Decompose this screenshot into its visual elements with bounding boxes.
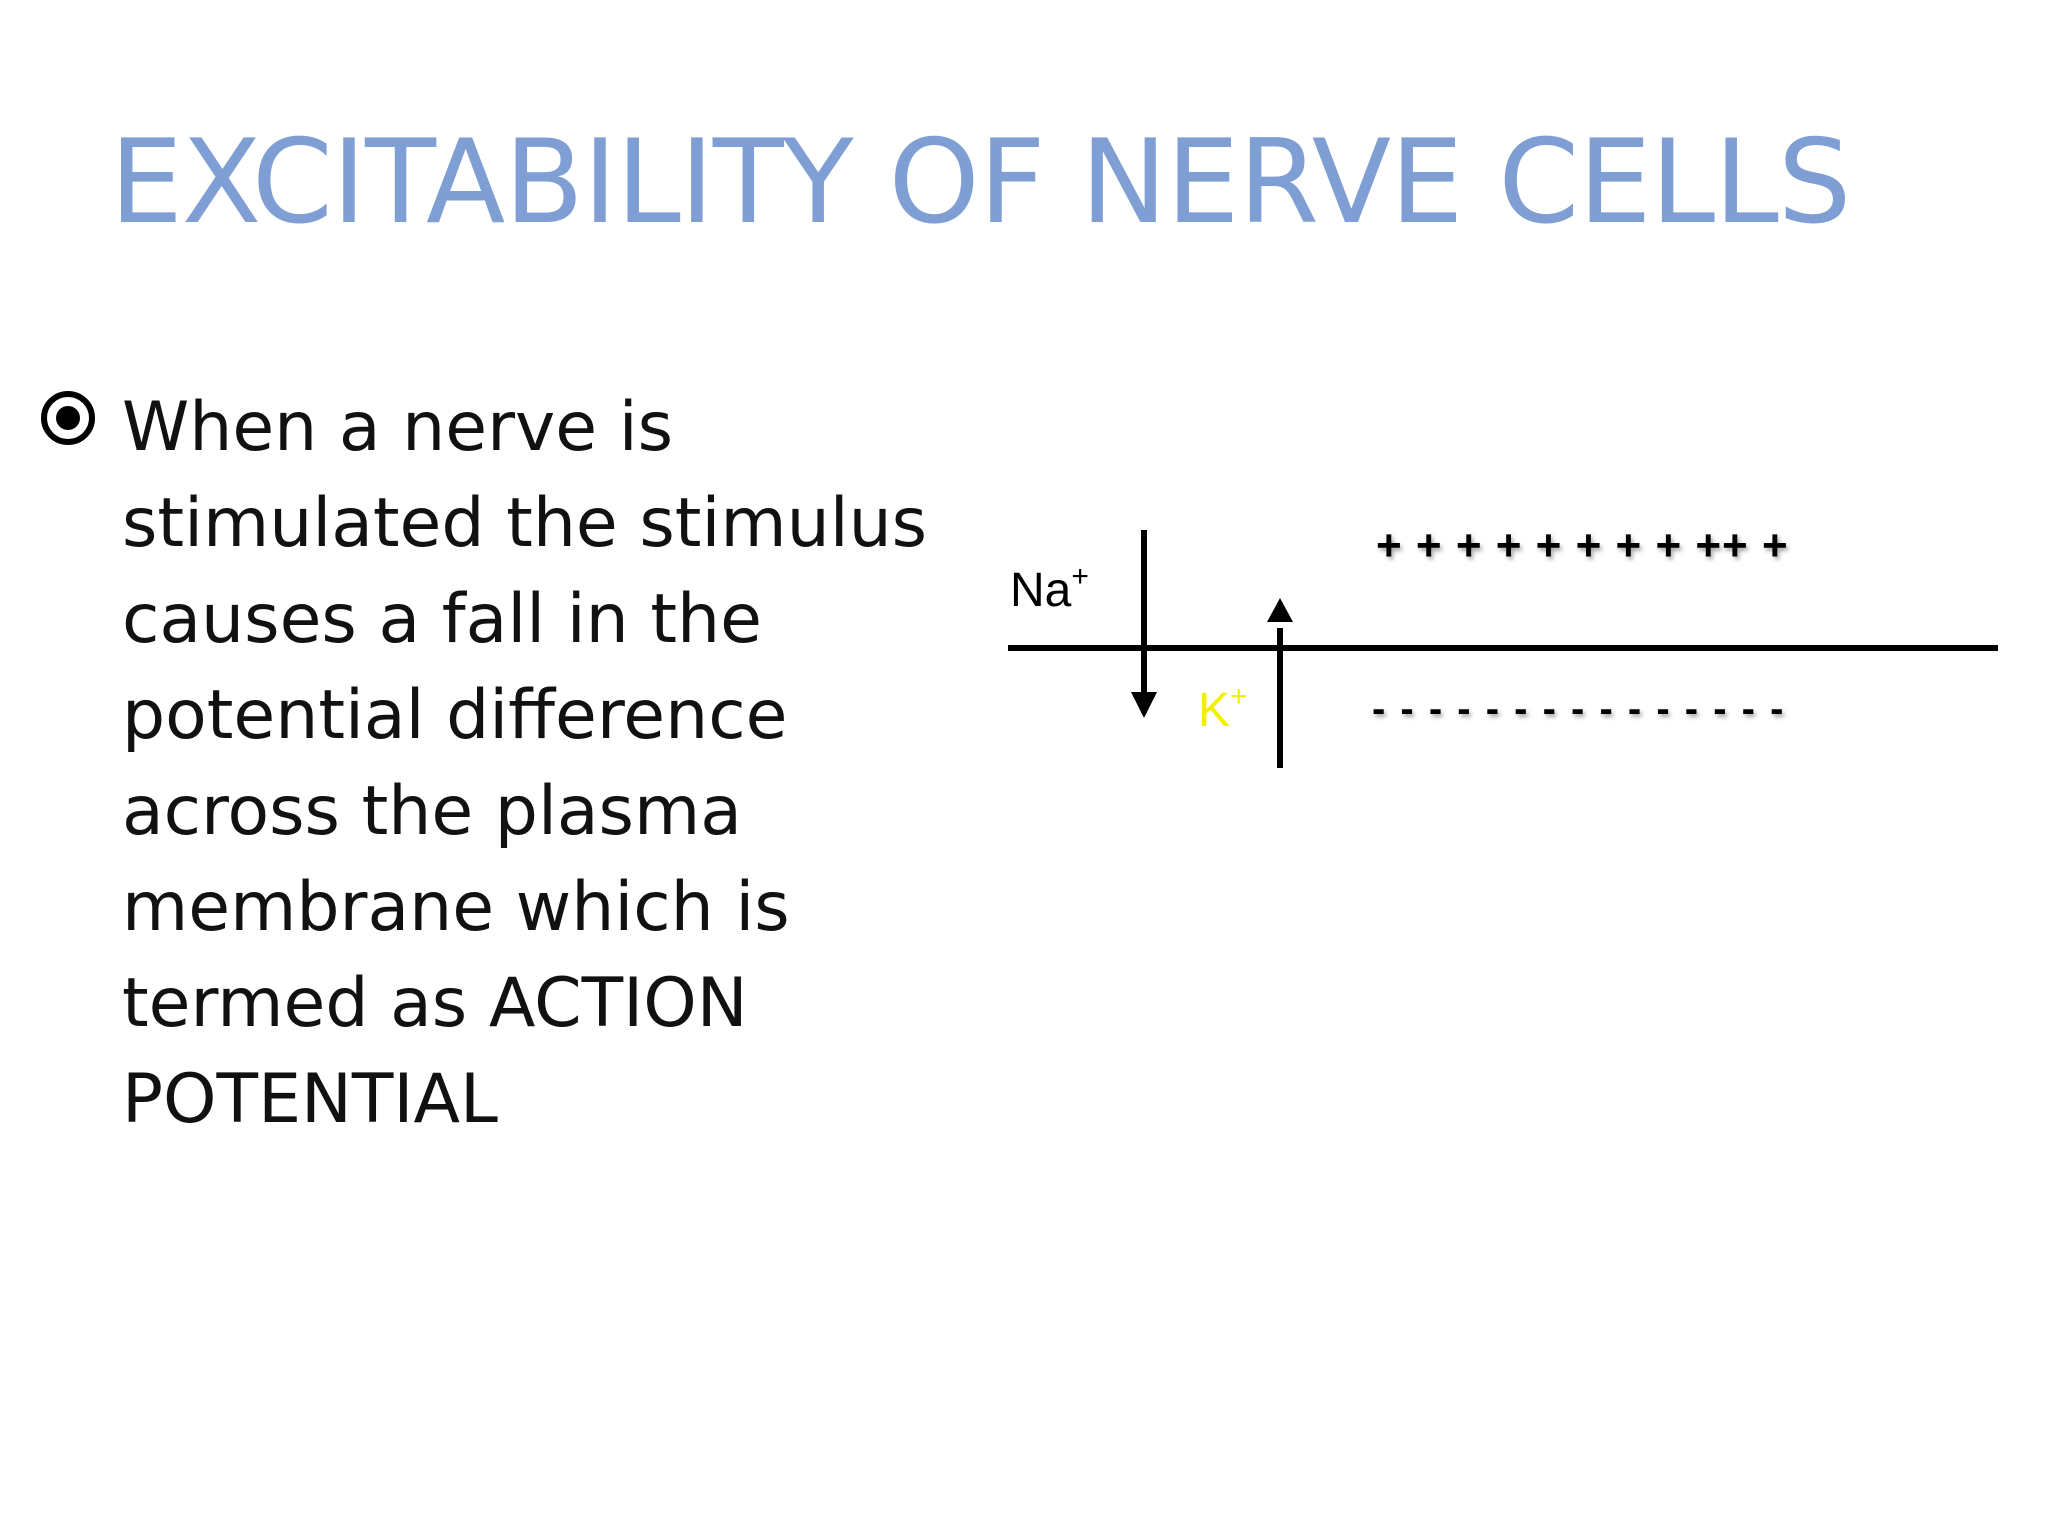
positive-charge-row: + + + + + + + + ++ + [1376,521,1789,570]
na-label-text: Na [1010,564,1072,617]
radio-bullet-icon [41,391,95,445]
bullet-line: termed as ACTION [122,964,748,1043]
slide-title: EXCITABILITY OF NERVE CELLS [109,115,1852,250]
bullet-line: membrane which is [122,868,790,947]
bullet-line: potential difference [122,676,788,755]
k-arrow-head [1267,598,1293,622]
na-arrow-head [1131,692,1157,718]
bullet-line: stimulated the stimulus [122,484,928,563]
bullet-line: When a nerve is [122,388,674,467]
na-label-superscript: + [1071,560,1089,593]
negative-charge-row: - - - - - - - - - - - - - - - [1372,687,1785,731]
bullet-line: across the plasma [122,772,742,851]
k-label: K+ [1198,680,1248,737]
k-label-superscript: + [1230,680,1248,713]
na-label: Na+ [1010,560,1089,617]
bullet-line: causes a fall in the [122,580,762,659]
bullet-line: POTENTIAL [122,1060,498,1139]
bullet-text: When a nerve is stimulated the stimulus … [122,380,982,1148]
k-label-text: K [1198,684,1230,737]
